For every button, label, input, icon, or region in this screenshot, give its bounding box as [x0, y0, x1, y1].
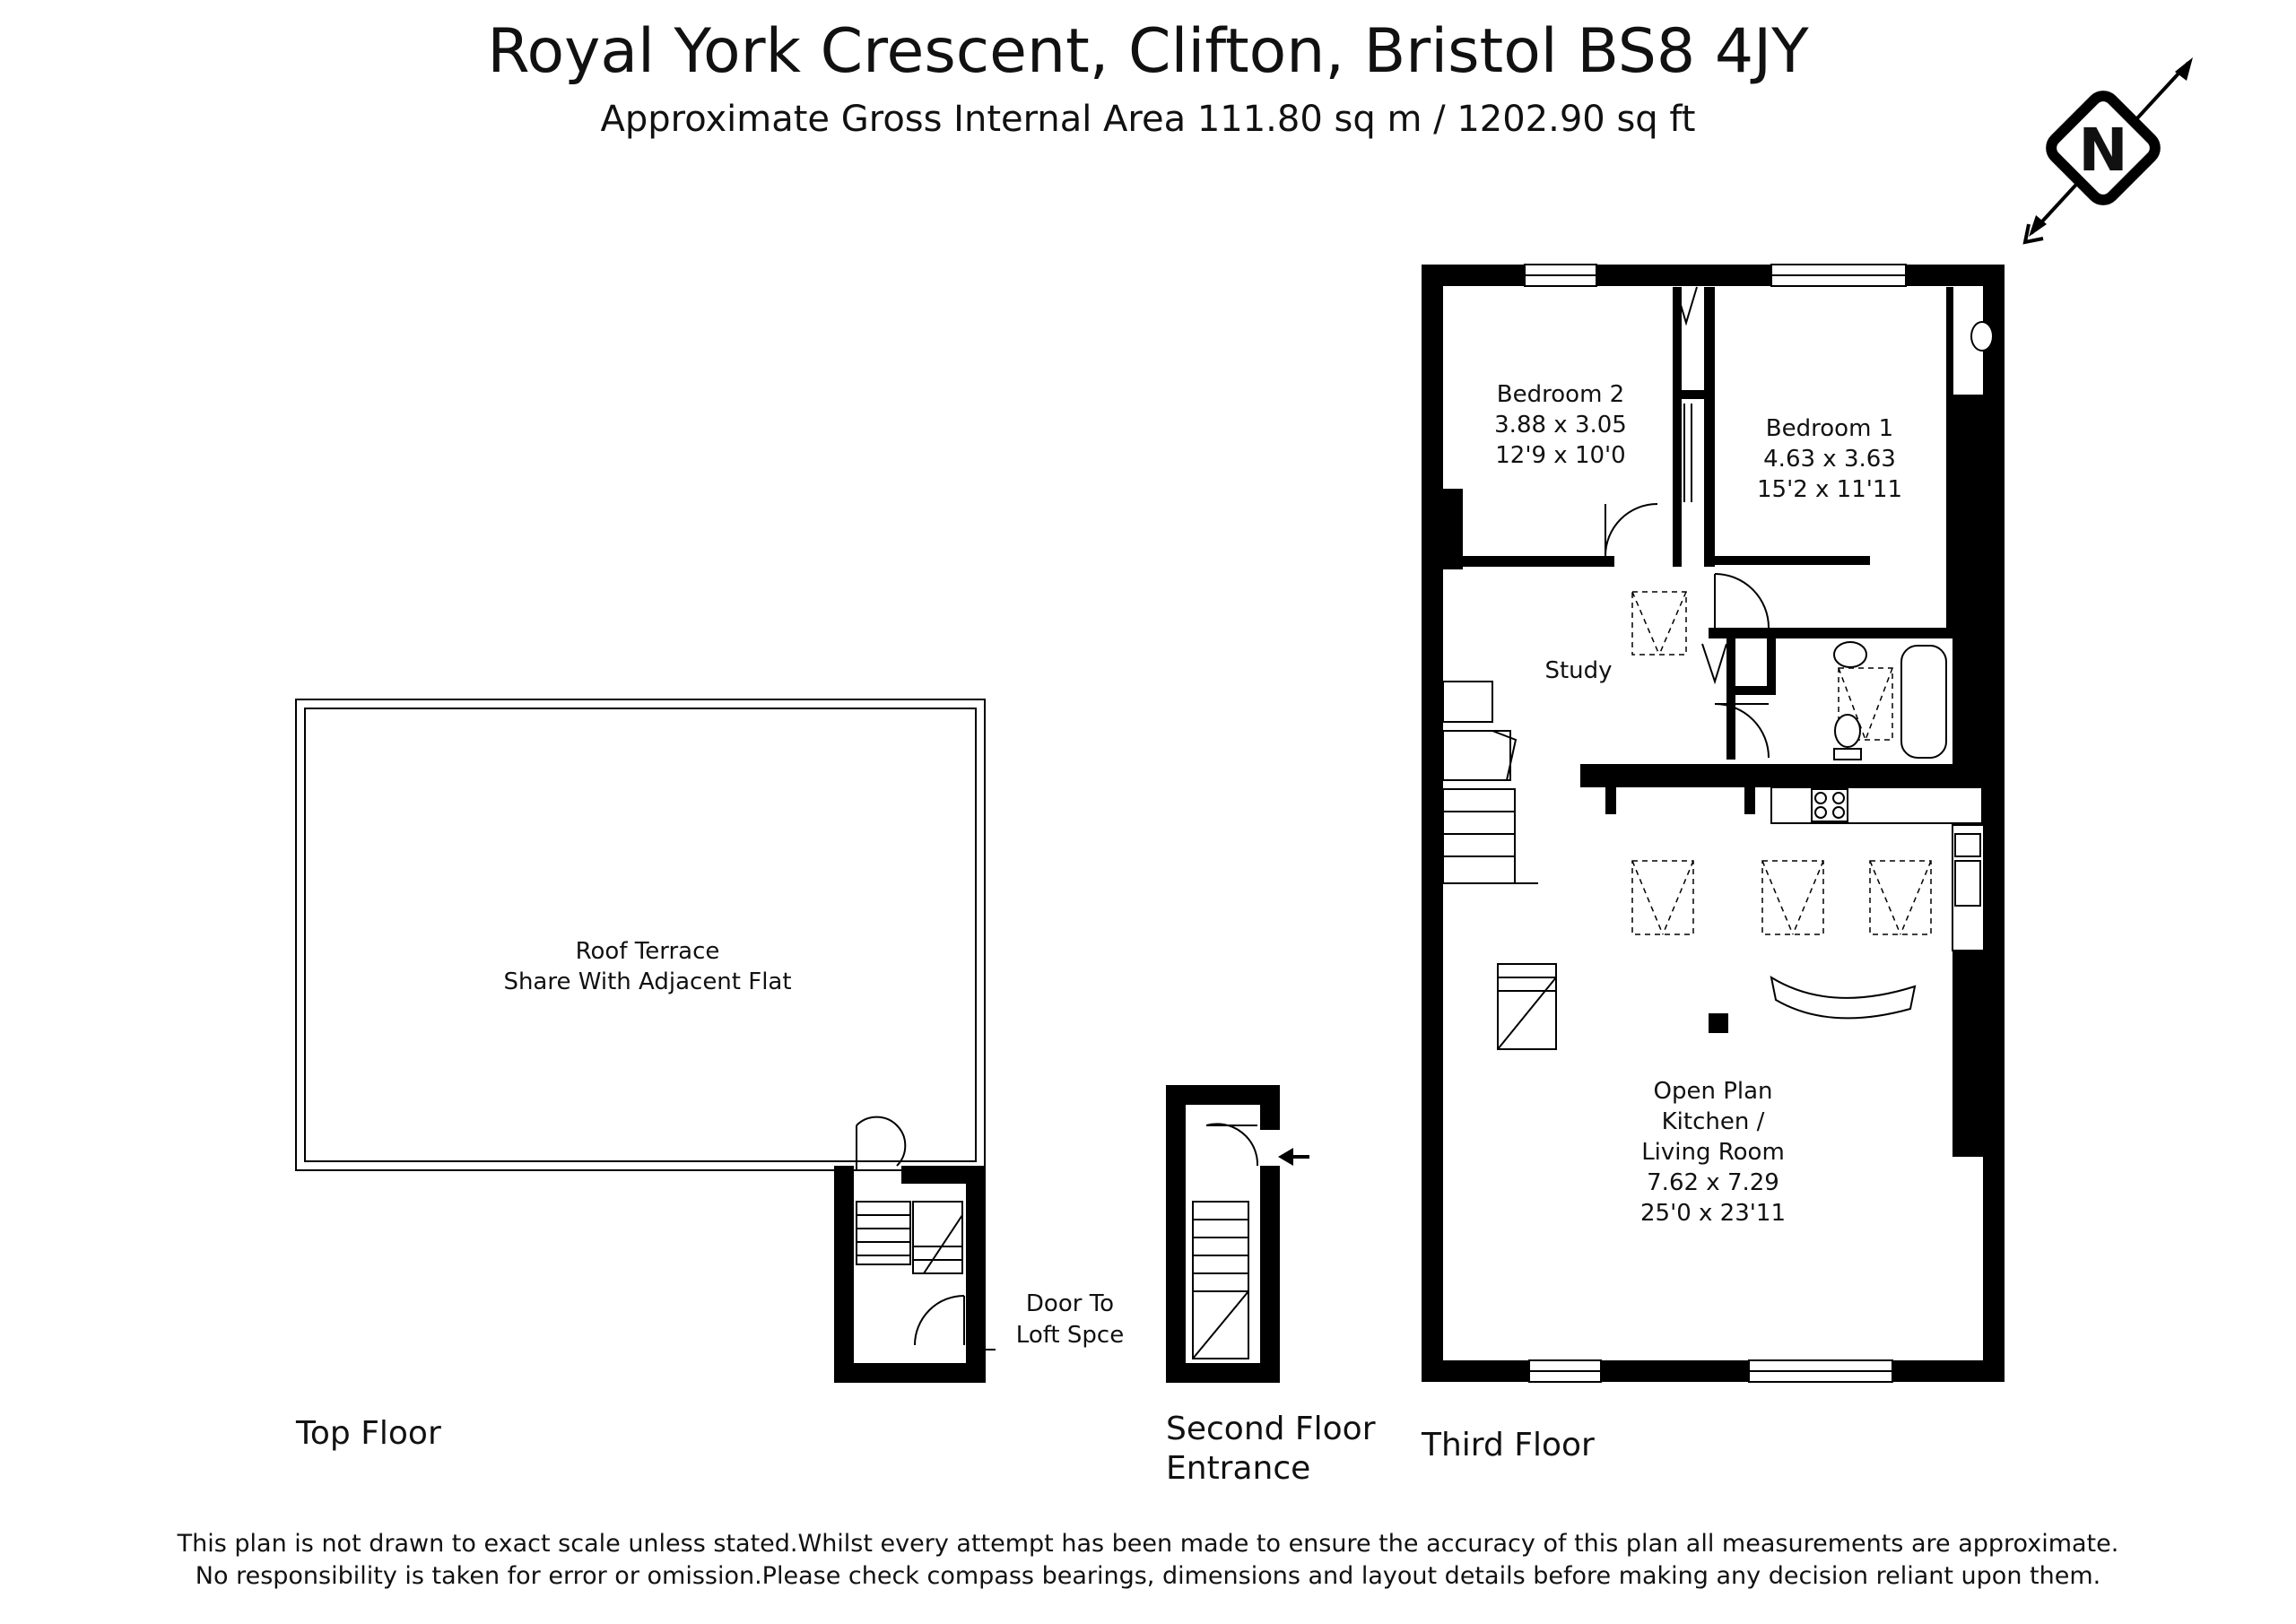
bedroom2-name: Bedroom 2 — [1497, 381, 1624, 408]
bedroom2-metric: 3.88 x 3.05 — [1494, 412, 1627, 439]
living-name-line1: Open Plan — [1653, 1078, 1772, 1105]
bedroom1-metric: 4.63 x 3.63 — [1763, 446, 1896, 473]
roof-terrace-area — [295, 699, 986, 1171]
kitchen-fixtures — [1709, 786, 1985, 1033]
bedroom1-imperial: 15'2 x 11'11 — [1757, 476, 1902, 503]
disclaimer-line2: No responsibility is taken for error or … — [196, 1562, 2100, 1590]
bathroom-fixtures — [1833, 321, 1994, 760]
top-floor-label: Top Floor — [295, 1415, 441, 1452]
living-name-line2: Kitchen / — [1662, 1108, 1765, 1135]
north-arrow-icon: N — [2022, 57, 2193, 245]
second-floor-label: Second Floor — [1166, 1411, 1376, 1447]
terrace-sublabel: Share With Adjacent Flat — [503, 968, 791, 995]
windows — [1524, 264, 1907, 1383]
disclaimer-line1: This plan is not drawn to exact scale un… — [177, 1530, 2119, 1558]
study-furniture — [1442, 681, 1557, 1050]
second-floor-sublabel: Entrance — [1166, 1450, 1310, 1487]
bedroom1-name: Bedroom 1 — [1766, 415, 1893, 442]
skylights — [1631, 591, 1932, 935]
compass-letter: N — [2078, 116, 2127, 185]
top-floor-stairwell — [834, 1116, 996, 1383]
loft-door-sublabel: Loft Spce — [1016, 1322, 1124, 1349]
second-floor-stairwell — [1166, 1085, 1309, 1383]
third-floor-label: Third Floor — [1421, 1427, 1595, 1463]
terrace-label: Roof Terrace — [576, 938, 720, 965]
living-name-line3: Living Room — [1641, 1139, 1785, 1166]
loft-door-label: Door To — [1026, 1290, 1114, 1317]
study-name: Study — [1544, 657, 1612, 684]
living-metric: 7.62 x 7.29 — [1647, 1169, 1779, 1196]
bedroom2-imperial: 12'9 x 10'0 — [1495, 442, 1625, 469]
page-subtitle: Approximate Gross Internal Area 111.80 s… — [601, 99, 1696, 140]
living-imperial: 25'0 x 23'11 — [1640, 1200, 1786, 1227]
doors — [1605, 286, 1770, 759]
page-title: Royal York Crescent, Clifton, Bristol BS… — [487, 16, 1809, 87]
third-floor-walls — [1422, 265, 2005, 1382]
